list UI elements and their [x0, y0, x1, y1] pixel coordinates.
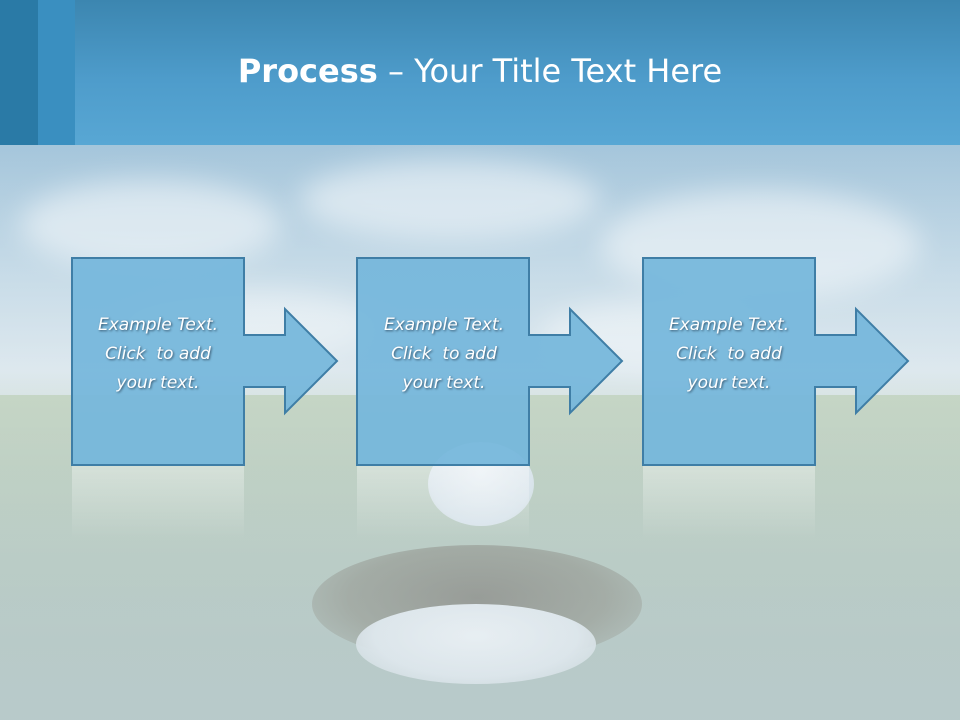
- process-step-3[interactable]: [642, 257, 910, 540]
- process-step-1-text[interactable]: Example Text. Click to add your text.: [72, 311, 244, 398]
- step-text-line: your text.: [402, 373, 486, 393]
- process-step-2-text[interactable]: Example Text. Click to add your text.: [358, 311, 530, 398]
- process-step-2-arrow-shape[interactable]: [356, 257, 624, 466]
- process-step-1[interactable]: [71, 257, 339, 540]
- step-text-line: Click to add: [676, 344, 782, 364]
- cloud: [300, 160, 600, 240]
- process-step-1-reflection: [72, 466, 244, 540]
- process-step-3-arrow-shape[interactable]: [642, 257, 910, 466]
- process-step-1-arrow-shape[interactable]: [71, 257, 339, 466]
- step-text-line: Example Text.: [383, 315, 505, 335]
- golf-ball-in-hole-image: [356, 604, 596, 684]
- step-text-line: Example Text.: [668, 315, 790, 335]
- slide-title-rest: – Your Title Text Here: [377, 52, 723, 90]
- process-step-3-text[interactable]: Example Text. Click to add your text.: [643, 311, 815, 398]
- step-text-line: your text.: [687, 373, 771, 393]
- process-step-2[interactable]: [356, 257, 624, 540]
- step-text-line: Example Text.: [97, 315, 219, 335]
- title-bar: Process – Your Title Text Here: [0, 0, 960, 145]
- step-text-line: your text.: [116, 373, 200, 393]
- header-accent-strip: [38, 0, 75, 145]
- step-text-line: Click to add: [391, 344, 497, 364]
- header-accent-strip: [0, 0, 38, 145]
- slide-title-bold: Process: [237, 52, 378, 90]
- step-text-line: Click to add: [105, 344, 211, 364]
- slide-title[interactable]: Process – Your Title Text Here: [80, 52, 880, 90]
- cloud: [20, 180, 280, 270]
- process-step-2-reflection: [357, 466, 529, 540]
- process-step-3-reflection: [643, 466, 815, 540]
